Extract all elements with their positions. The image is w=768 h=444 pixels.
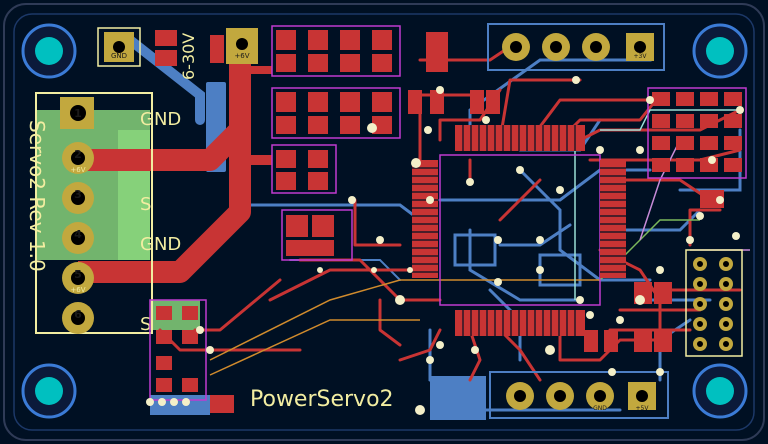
left-header-connector	[35, 92, 153, 334]
bottom-right-header: GND +5V	[489, 371, 669, 419]
pad-label: +6V	[234, 52, 249, 60]
mcu-chip	[412, 125, 626, 336]
label-gnd: GND	[140, 234, 181, 255]
label-s: S	[140, 314, 151, 335]
top-right-header: +3V	[487, 23, 665, 71]
left-header-labels: GND S GND S	[140, 109, 181, 335]
board-revision: Servo2 Rev 1.0	[25, 120, 49, 272]
mounting-hole-icon	[21, 23, 748, 419]
pin-number: 1	[74, 107, 82, 120]
pad-label: GND	[593, 405, 607, 412]
component-array	[271, 25, 401, 261]
left-header-pin-numbers: 1 2 3 4 5 6	[74, 107, 82, 321]
pad-label: +5V	[636, 405, 650, 412]
top-power-pad: +6V	[226, 28, 258, 64]
pin-number: 2	[74, 148, 82, 161]
top-gnd-pad: GND	[97, 27, 141, 67]
bottom-left-components	[149, 299, 234, 413]
pad-label: +3V	[634, 53, 648, 60]
pin-number: 5	[74, 268, 82, 281]
power-traces	[78, 40, 272, 283]
pin-number: 6	[74, 308, 82, 321]
label-gnd: GND	[140, 109, 181, 130]
right-component-array	[647, 87, 747, 208]
mcu-pin-gaps	[412, 125, 626, 336]
pin-number: 3	[74, 188, 82, 201]
board-title: PowerServo2	[250, 387, 394, 412]
left-header-pin-sublabels: +6V +6V	[70, 166, 85, 294]
pin-sublabel: +6V	[70, 166, 85, 174]
pin-sublabel: +6V	[70, 286, 85, 294]
top-mid-components	[408, 32, 500, 114]
via-icon	[146, 76, 744, 415]
pin-number: 4	[74, 228, 82, 241]
right-2x5-header	[685, 249, 743, 357]
top-passives	[155, 30, 224, 66]
bottom-right-components	[584, 282, 672, 352]
pad-label: GND	[111, 52, 127, 60]
voltage-label: 6-30V	[179, 33, 198, 80]
label-s: S	[140, 194, 151, 215]
